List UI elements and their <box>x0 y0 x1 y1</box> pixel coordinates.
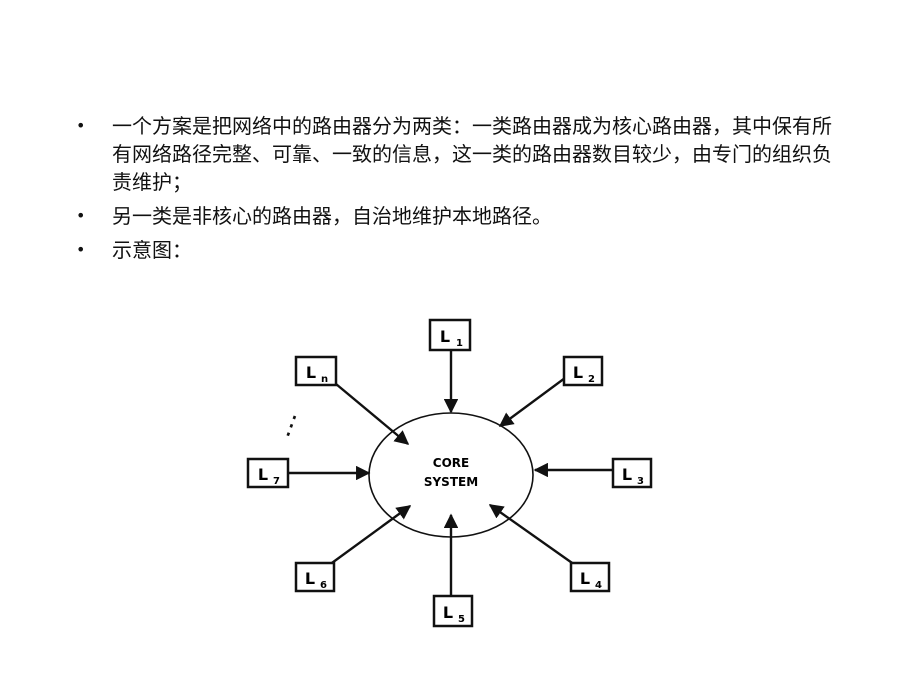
bullet-item: • 另一类是非核心的路由器，自治地维护本地路径。 <box>72 202 832 230</box>
node-label-sub: 6 <box>320 580 327 591</box>
node-l2: L 2 <box>562 355 604 387</box>
bullet-list: • 一个方案是把网络中的路由器分为两类：一类路由器成为核心路由器，其中保有所有网… <box>72 112 832 270</box>
ellipsis-icon: ⋮ <box>274 407 309 444</box>
bullet-text: 另一类是非核心的路由器，自治地维护本地路径。 <box>112 204 552 228</box>
arrow-l6 <box>324 505 412 569</box>
node-label-sub: 3 <box>637 476 644 487</box>
arrow-ln <box>335 383 410 445</box>
node-boxes: L 1 L 2 L 3 L 4 L 5 L 6 L <box>246 318 653 628</box>
node-label-base: L <box>306 363 316 382</box>
bullet-text: 示意图： <box>112 238 192 262</box>
node-l5: L 5 <box>432 594 474 628</box>
node-label-base: L <box>440 327 450 346</box>
ellipsis-dots: ⋮ <box>274 407 309 444</box>
core-label-line1: CORE <box>433 456 469 470</box>
node-l1: L 1 <box>428 318 472 352</box>
core-label-line2: SYSTEM <box>424 475 478 489</box>
node-label-base: L <box>258 465 268 484</box>
node-label-sub: 5 <box>458 614 465 625</box>
arrow-l4 <box>488 504 576 566</box>
node-label-sub: 7 <box>273 476 280 487</box>
node-l3: L 3 <box>611 457 653 489</box>
arrow-l2 <box>498 377 566 427</box>
arrow-group <box>289 350 613 596</box>
bullet-text: 一个方案是把网络中的路由器分为两类：一类路由器成为核心路由器，其中保有所有网络路… <box>112 114 832 194</box>
bullet-dot-icon: • <box>76 206 86 225</box>
node-label-base: L <box>443 603 453 622</box>
node-label-sub: 1 <box>456 338 463 349</box>
node-label-sub: 4 <box>595 580 602 591</box>
node-l7: L 7 <box>246 457 290 489</box>
node-label-sub: n <box>321 374 328 385</box>
node-label-base: L <box>622 465 632 484</box>
node-label-sub: 2 <box>588 374 595 385</box>
node-label-base: L <box>305 569 315 588</box>
bullet-item: • 示意图： <box>72 236 832 264</box>
bullet-dot-icon: • <box>76 116 86 135</box>
node-label-base: L <box>573 363 583 382</box>
node-l6: L 6 <box>294 561 336 593</box>
bullet-dot-icon: • <box>76 240 86 259</box>
node-ln: L n <box>294 355 338 387</box>
node-l4: L 4 <box>569 561 611 593</box>
node-label-base: L <box>580 569 590 588</box>
bullet-item: • 一个方案是把网络中的路由器分为两类：一类路由器成为核心路由器，其中保有所有网… <box>72 112 832 196</box>
